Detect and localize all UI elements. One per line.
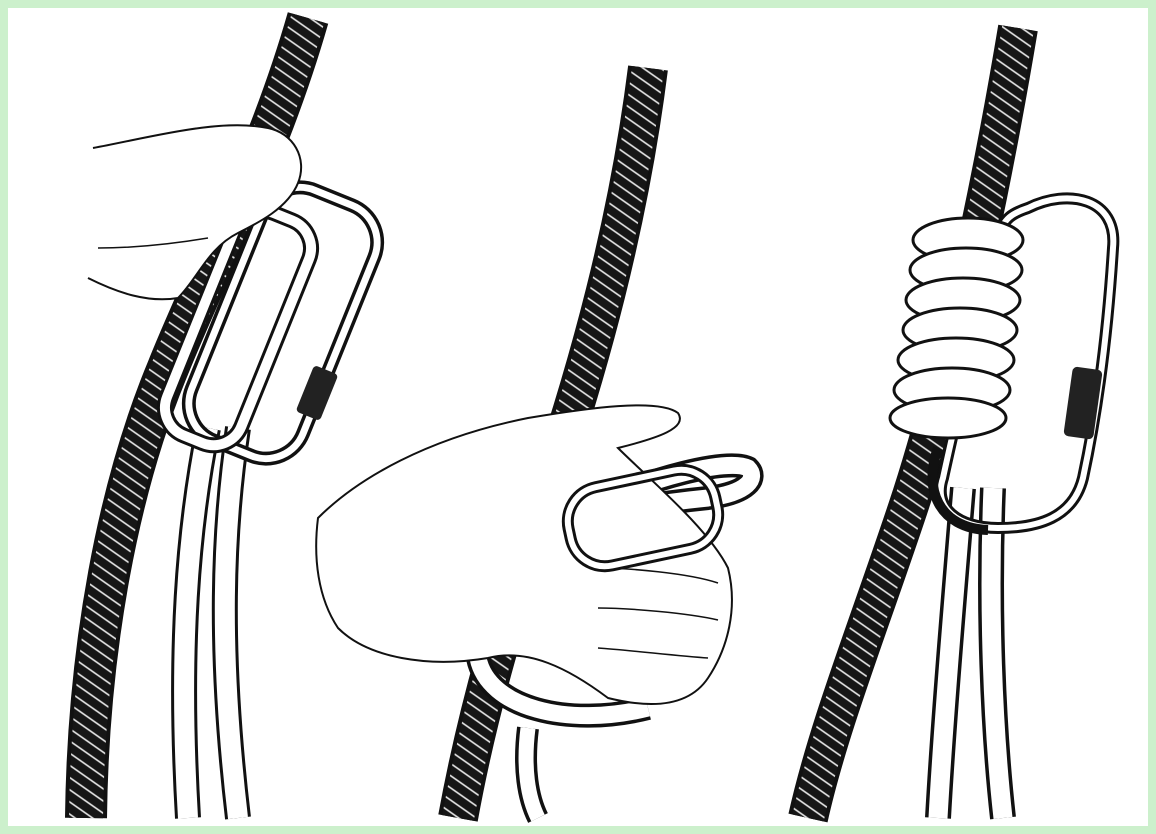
left-carabiner-sleeve: [296, 365, 339, 421]
middle-panel: [316, 68, 751, 818]
right-rope-coils: [890, 218, 1023, 438]
left-hand: [88, 125, 301, 299]
coil-7: [890, 398, 1006, 438]
illustration-frame: [8, 8, 1148, 826]
rope-illustration: [8, 8, 1148, 826]
right-panel: [808, 28, 1113, 818]
left-panel: [86, 18, 389, 818]
